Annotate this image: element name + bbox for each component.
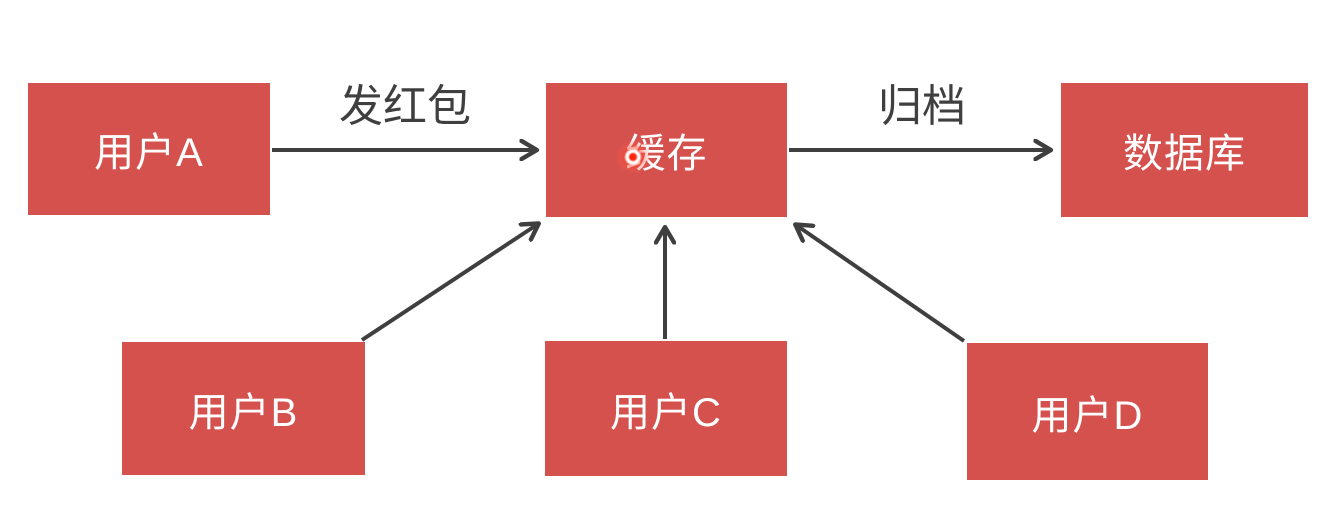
node-database-label: 数据库: [1123, 132, 1246, 176]
node-cache: 缓存: [546, 83, 787, 217]
edge-userb-to-cache-line: [360, 224, 538, 342]
edge-label-archive: 归档: [878, 82, 966, 131]
node-cache-label: 缓存: [625, 132, 708, 176]
node-user-a: 用户A: [28, 83, 270, 215]
node-user-a-label: 用户A: [94, 131, 204, 175]
edge-userd-to-cache-line: [796, 225, 966, 343]
node-user-b: 用户B: [122, 342, 365, 475]
node-user-c: 用户C: [545, 341, 787, 476]
node-user-d-label: 用户D: [1031, 393, 1144, 438]
node-user-b-label: 用户B: [188, 390, 299, 435]
node-database: 数据库: [1061, 83, 1308, 217]
node-user-c-label: 用户C: [610, 390, 722, 435]
edge-label-send-red-packet: 发红包: [339, 82, 471, 131]
node-user-d: 用户D: [967, 343, 1208, 480]
